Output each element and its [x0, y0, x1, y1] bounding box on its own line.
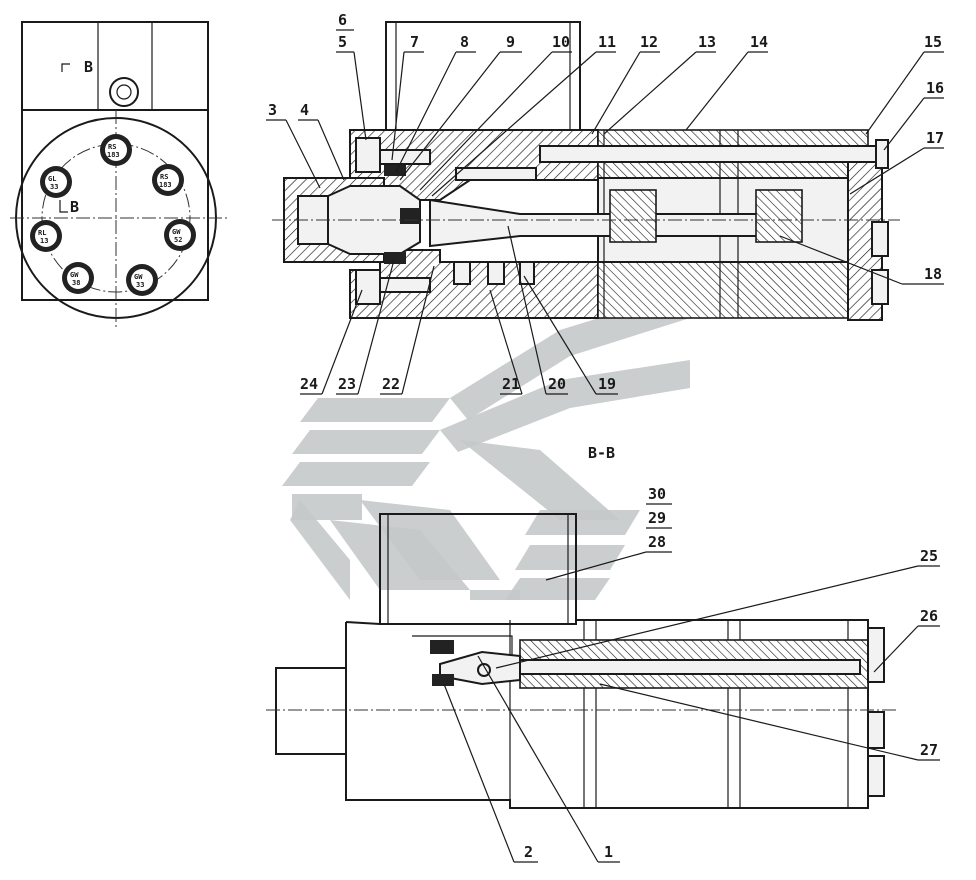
part-label-18: 18: [924, 265, 942, 283]
part-label-30: 30: [648, 485, 666, 503]
end-view-housing-top: [21, 21, 209, 111]
section-label-bb: B-B: [588, 444, 615, 462]
part-label-9: 9: [506, 33, 515, 51]
part-label-4: 4: [300, 101, 309, 119]
part-label-5: 5: [338, 33, 347, 51]
part-label-16: 16: [926, 79, 944, 97]
svg-text:33: 33: [50, 183, 58, 191]
part-label-19: 19: [598, 375, 616, 393]
svg-text:GL: GL: [48, 175, 56, 183]
svg-text:RL: RL: [38, 229, 46, 237]
part-label-25: 25: [920, 547, 938, 565]
watermark-logo: [282, 290, 690, 600]
svg-text:52: 52: [174, 236, 182, 244]
part-label-6: 6: [338, 11, 347, 29]
part-label-12: 12: [640, 33, 658, 51]
part-label-29: 29: [648, 509, 666, 527]
part-label-23: 23: [338, 375, 356, 393]
svg-text:38: 38: [72, 279, 80, 287]
part-label-15: 15: [924, 33, 942, 51]
part-label-28: 28: [648, 533, 666, 551]
view-label-bottom: B: [70, 198, 79, 216]
svg-text:183: 183: [159, 181, 172, 189]
part-label-3: 3: [268, 101, 277, 119]
part-label-13: 13: [698, 33, 716, 51]
part-label-7: 7: [410, 33, 419, 51]
part-label-24: 24: [300, 375, 318, 393]
part-label-27: 27: [920, 741, 938, 759]
plug-icon: [109, 77, 139, 107]
svg-text:GW: GW: [70, 271, 79, 279]
svg-text:33: 33: [136, 281, 144, 289]
svg-text:GW: GW: [134, 273, 143, 281]
part-label-8: 8: [460, 33, 469, 51]
part-label-26: 26: [920, 607, 938, 625]
upper-section-view: [272, 21, 900, 321]
part-label-22: 22: [382, 375, 400, 393]
part-label-2: 2: [524, 843, 533, 861]
part-label-14: 14: [750, 33, 768, 51]
svg-text:13: 13: [40, 237, 48, 245]
part-label-1: 1: [604, 843, 613, 861]
part-label-17: 17: [926, 129, 944, 147]
part-label-10: 10: [552, 33, 570, 51]
part-label-11: 11: [598, 33, 616, 51]
part-label-21: 21: [502, 375, 520, 393]
svg-text:GW: GW: [172, 228, 181, 236]
svg-text:RS: RS: [160, 173, 168, 181]
part-label-20: 20: [548, 375, 566, 393]
svg-text:RS: RS: [108, 143, 116, 151]
view-label-top: B: [84, 58, 93, 76]
svg-text:183: 183: [107, 151, 120, 159]
leader-lines: [266, 29, 944, 863]
part-labels: 6 5 7 8 9 10 11 12 13 14 15 16 17 18 3 4…: [268, 11, 944, 861]
